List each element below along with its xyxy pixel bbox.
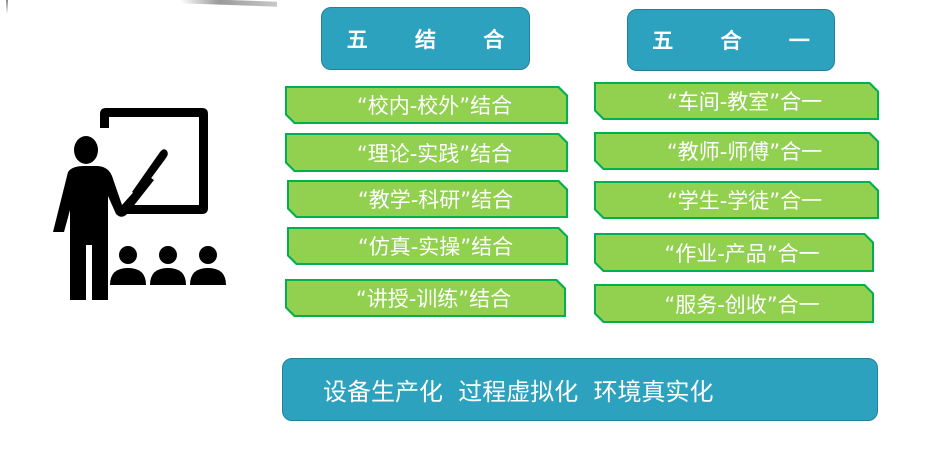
item-label: “作业-产品”合一 [664,241,820,266]
header-title: 五 合 一 [652,29,830,53]
item-label: “车间-教室”合一 [666,90,823,114]
item-label: “校内-校外”结合 [356,94,513,118]
item-label: “仿真-实操”结合 [357,235,514,259]
combination-item: “校内-校外”结合 [285,86,568,124]
item-label: “学生-学徒”合一 [666,189,823,213]
combination-item: “教学-科研”结合 [287,180,568,218]
item-label: “服务-创收”合一 [664,292,820,317]
integration-item: “作业-产品”合一 [594,233,874,272]
integration-item: “学生-学徒”合一 [594,181,879,219]
item-label: “教学-科研”结合 [357,188,514,212]
item-label: “讲授-训练”结合 [355,287,512,311]
item-label: “理论-实践”结合 [356,141,513,166]
combination-item: “仿真-实操”结合 [287,227,568,265]
decorative-edge-line [6,0,8,14]
five-in-one-header: 五 合 一 [627,9,835,71]
integration-item: “教师-师傅”合一 [594,132,879,170]
integration-item: “服务-创收”合一 [594,284,874,323]
five-combinations-header: 五 结 合 [321,7,530,70]
combination-item: “理论-实践”结合 [285,133,568,172]
teacher-presentation-icon [53,108,226,300]
item-label: “教师-师傅”合一 [666,140,823,164]
decorative-shadow-line [180,0,277,7]
integration-item: “车间-教室”合一 [594,82,879,120]
combination-item: “讲授-训练”结合 [285,279,566,317]
summary-bar: 设备生产化 过程虚拟化 环境真实化 [282,358,878,421]
summary-text: 设备生产化 过程虚拟化 环境真实化 [323,378,714,406]
header-title: 五 结 合 [346,27,525,52]
